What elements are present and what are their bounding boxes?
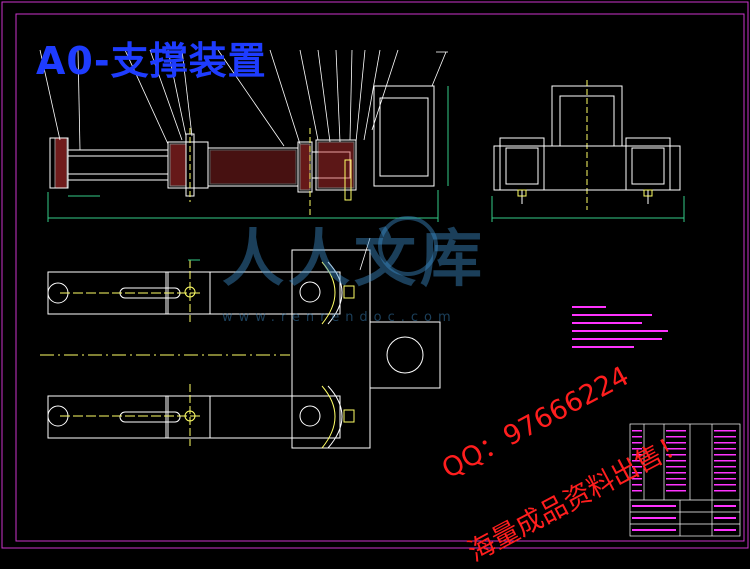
part-leaders	[39, 49, 448, 151]
front-view	[47, 85, 449, 222]
watermark-logo-icon	[378, 216, 438, 276]
plan-view	[40, 237, 441, 449]
drawing-title: A0-支撑装置	[36, 39, 267, 83]
side-view	[491, 80, 685, 222]
watermark-url: www.renrendoc.com	[222, 310, 457, 325]
outer-frame	[1, 1, 749, 549]
technical-notes	[572, 306, 668, 348]
inner-frame	[15, 13, 745, 542]
watermark-logo-text: 人人文库	[222, 222, 487, 295]
title-block	[629, 423, 741, 537]
parts-list-rows	[632, 430, 736, 531]
cad-drawing	[1, 1, 749, 549]
